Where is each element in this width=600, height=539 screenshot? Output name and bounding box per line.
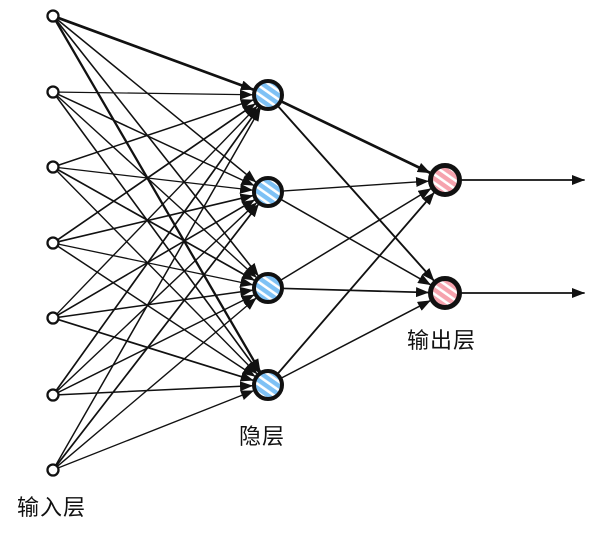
edge-input6-hidden1 [56, 107, 260, 391]
edge-hidden4-output1 [277, 191, 435, 374]
edge-input5-hidden3 [58, 286, 254, 318]
edge-hidden1-output1 [281, 100, 432, 174]
output-layer-label: 输出层 [407, 328, 477, 353]
input-node-3 [46, 160, 60, 174]
edge-input6-hidden2 [57, 202, 258, 392]
edge-input1-hidden2 [57, 19, 257, 183]
input-node-6 [46, 388, 60, 402]
edge-hidden2-output1 [283, 176, 430, 192]
input-node-4 [46, 236, 60, 250]
edge-input3-hidden4 [57, 171, 258, 375]
edge-input4-hidden4 [57, 245, 256, 377]
edge-input2-hidden1 [59, 89, 254, 100]
input-node-7 [46, 463, 60, 477]
edge-input5-hidden4 [58, 319, 254, 382]
edge-input2-hidden3 [57, 95, 257, 278]
edge-input7-hidden4 [58, 390, 255, 469]
edge-input4-hidden2 [58, 193, 254, 243]
edge-input6-hidden4 [58, 381, 254, 396]
hidden-node-3 [252, 272, 284, 304]
edge-input6-hidden3 [58, 294, 255, 393]
edge-input1-hidden1 [57, 16, 255, 91]
output-node-2 [428, 276, 462, 310]
edge-input1-hidden4 [55, 20, 262, 373]
edge-hidden1-output2 [277, 105, 435, 282]
input-node-5 [46, 311, 60, 325]
edge-input7-hidden2 [56, 203, 260, 466]
edge-hidden4-output2 [281, 300, 431, 379]
edge-input4-hidden3 [58, 243, 254, 288]
edge-input1-hidden3 [56, 20, 259, 277]
edge-input3-hidden3 [57, 169, 255, 282]
edge-input3-hidden1 [58, 99, 254, 166]
edge-input3-hidden2 [59, 167, 254, 194]
input-node-1 [46, 9, 60, 23]
hidden-node-1 [252, 79, 284, 111]
edge-hidden3-output1 [280, 188, 432, 281]
output-node-1 [428, 163, 462, 197]
edge-input7-hidden3 [57, 297, 257, 467]
input-node-2 [46, 85, 60, 99]
hidden-node-4 [252, 369, 284, 401]
input-layer-label: 输入层 [17, 495, 87, 520]
edge-input5-hidden2 [57, 199, 256, 316]
hidden-layer-label: 隐层 [239, 424, 286, 449]
edge-input7-hidden1 [55, 108, 261, 465]
edge-hidden3-output2 [283, 287, 430, 298]
edge-input4-hidden1 [57, 103, 256, 241]
hidden-node-2 [252, 176, 284, 208]
edge-input2-hidden4 [56, 96, 260, 373]
edge-input5-hidden1 [56, 105, 258, 314]
edge-input2-hidden2 [58, 94, 255, 187]
edge-hidden2-output2 [281, 199, 432, 286]
